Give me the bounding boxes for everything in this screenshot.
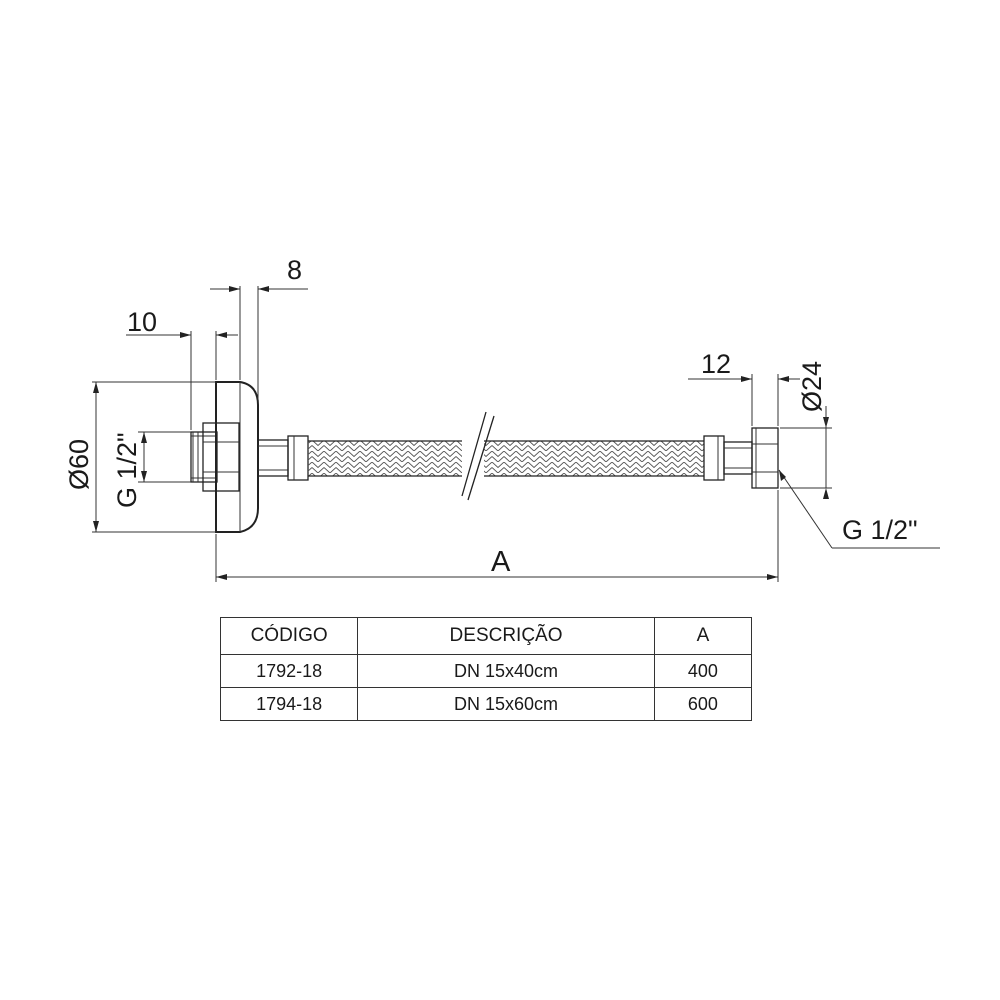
left-hex-nut [202, 422, 240, 492]
cell-a: 600 [653, 687, 753, 721]
table-row: 1794-18 DN 15x60cm 600 [219, 687, 753, 721]
dim-flange-diameter: Ø60 [64, 381, 216, 533]
col-header-code: CÓDIGO [219, 617, 359, 655]
dim-flange-thickness: 8 [210, 255, 308, 400]
dim-thread-left-label: G 1/2" [112, 432, 142, 508]
col-header-a: A [653, 617, 753, 655]
left-neck [257, 439, 289, 477]
braided-hose [308, 411, 704, 501]
dim-nut-diameter-label: Ø24 [797, 361, 827, 412]
left-ferrule [287, 435, 309, 481]
cell-description: DN 15x60cm [357, 687, 655, 721]
dim-nut-length-label: 12 [701, 349, 731, 379]
dim-thread-length: 10 [126, 307, 238, 430]
col-header-description: DESCRIÇÃO [357, 617, 655, 655]
dim-flange-diameter-label: Ø60 [64, 439, 94, 490]
cell-code: 1794-18 [219, 687, 359, 721]
left-thread-stub [190, 431, 218, 483]
leader-thread-right: G 1/2" [778, 469, 940, 549]
table-header-row: CÓDIGO DESCRIÇÃO A [219, 617, 753, 655]
dim-nut-diameter: Ø24 [780, 361, 832, 499]
cell-code: 1792-18 [219, 654, 359, 688]
dim-nut-length: 12 [688, 349, 800, 426]
table-row: 1792-18 DN 15x40cm 400 [219, 654, 753, 688]
spec-table: CÓDIGO DESCRIÇÃO A 1792-18 DN 15x40cm 40… [219, 617, 753, 721]
dim-overall-length-label: A [491, 546, 511, 578]
dim-overall-length: A [215, 490, 779, 582]
dim-thread-length-label: 10 [127, 307, 157, 337]
cell-description: DN 15x40cm [357, 654, 655, 688]
right-hex-nut [751, 427, 779, 489]
dim-flange-thickness-label: 8 [287, 255, 302, 285]
dim-thread-right-label: G 1/2" [842, 515, 918, 545]
right-ferrule [703, 435, 725, 481]
flange [215, 381, 259, 533]
cell-a: 400 [653, 654, 753, 688]
right-neck [723, 441, 753, 475]
technical-drawing: 8 10 Ø60 G 1/2" 12 [64, 255, 940, 582]
dim-thread-left: G 1/2" [112, 431, 191, 508]
